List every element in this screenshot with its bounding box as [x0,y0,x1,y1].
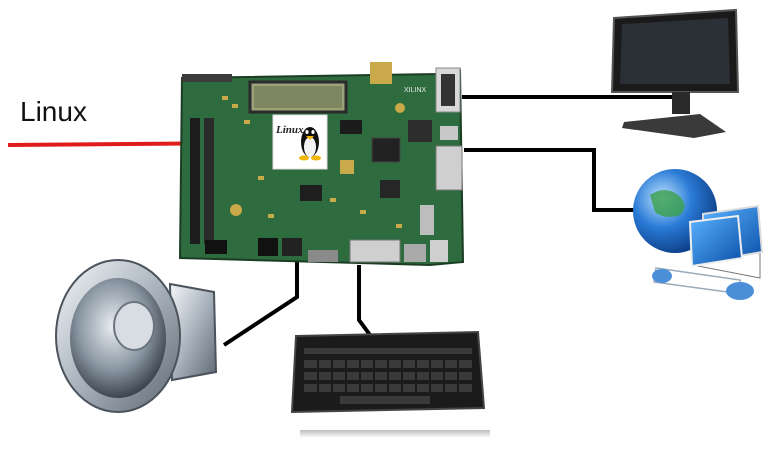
board-linux-logo-text: Linux [275,124,304,136]
keyboard-icon [290,330,490,438]
board-brand-text: XILINX [404,87,427,94]
linux-label: Linux [20,96,87,127]
cable-network [464,148,640,212]
globe-laptop-network-icon [633,169,764,300]
cable-keyboard [357,265,372,337]
cable-monitor [462,95,682,110]
monitor-icon [610,8,740,138]
cable-speaker [222,258,299,347]
speaker-icon [55,259,218,413]
fpga-board-icon: Linux XILINX [178,62,465,267]
